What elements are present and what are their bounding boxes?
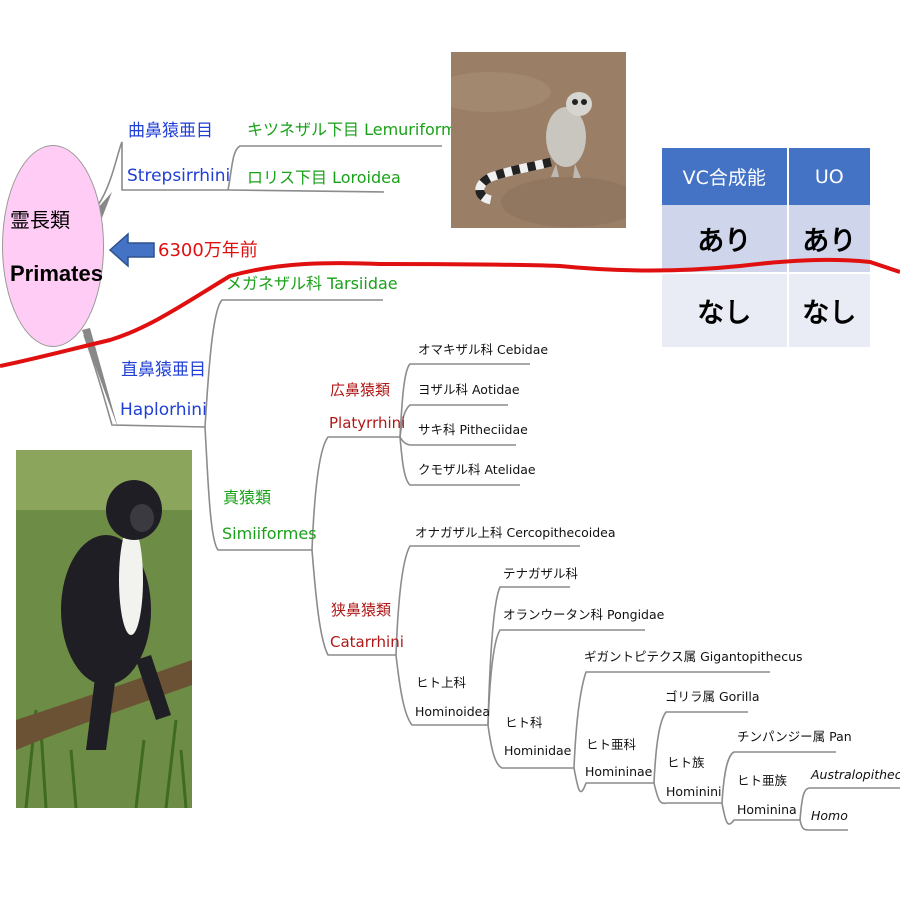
vc-header: VC合成能 (662, 148, 789, 205)
table-cell: あり (662, 205, 789, 274)
platyrrhini-japanese: 広鼻猿類 (330, 381, 391, 399)
uo-header: UO (787, 148, 873, 205)
haplorhini-japanese: 直鼻猿亜目 (121, 360, 206, 380)
simiiformes-japanese: 真猿類 (223, 488, 272, 507)
table-row: あり あり (662, 205, 873, 274)
platyrrhini-latin: Platyrrhini (329, 414, 406, 432)
cercopithecoidea-label: オナガザル上科 Cercopithecoidea (415, 525, 616, 540)
strepsirrhini-latin: Strepsirrhini (127, 166, 231, 186)
table-cell: なし (662, 273, 789, 347)
aotidae-label: ヨザル科 Aotidae (418, 382, 520, 397)
tarsiidae-label: メガネザル科 Tarsiidae (226, 274, 398, 293)
hominidae-latin: Hominidae (504, 743, 572, 758)
divergence-age-label: 6300万年前 (158, 240, 258, 261)
primates-root-node (2, 145, 104, 347)
pitheciidae-label: サキ科 Pitheciidae (418, 422, 528, 437)
hominidae-japanese: ヒト科 (505, 715, 543, 730)
pongidae-label: オランウータン科 Pongidae (503, 607, 665, 622)
ring-tailed-lemur-photo (451, 52, 626, 228)
left-arrow-icon (108, 232, 155, 268)
catarrhini-latin: Catarrhini (330, 633, 404, 651)
root-latin-label: Primates (10, 261, 103, 286)
homo-label: Homo (811, 808, 848, 823)
hominini-latin: Hominini (666, 784, 722, 799)
table-row: なし なし (662, 273, 873, 347)
diana-monkey-photo (16, 450, 192, 808)
gorilla-label: ゴリラ属 Gorilla (665, 689, 760, 704)
homininae-latin: Homininae (585, 764, 653, 779)
vc-uo-table: VC合成能 UO あり あり なし なし (662, 148, 873, 347)
haplorhini-latin: Haplorhini (120, 400, 207, 420)
atelidae-label: クモザル科 Atelidae (418, 462, 536, 477)
homininae-japanese: ヒト亜科 (586, 737, 637, 752)
strepsirrhini-japanese: 曲鼻猿亜目 (128, 121, 213, 141)
pan-label: チンパンジー属 Pan (737, 729, 852, 744)
simiiformes-latin: Simiiformes (222, 524, 317, 543)
hominina-latin: Hominina (737, 802, 797, 817)
hominoidea-latin: Hominoidea (415, 704, 491, 719)
table-cell: なし (787, 273, 873, 347)
cebidae-label: オマキザル科 Cebidae (418, 342, 549, 357)
lemuriformes-label: キツネザル下目 Lemuriformes (247, 120, 475, 139)
root-japanese-label: 霊長類 (10, 208, 70, 232)
loroidea-label: ロリス下目 Loroidea (247, 168, 401, 187)
hominini-japanese: ヒト族 (667, 755, 705, 770)
gigantopithecus-label: ギガントピテクス属 Gigantopithecus (584, 649, 803, 664)
hominoidea-japanese: ヒト上科 (416, 675, 467, 690)
australopithecus-label: Australopithecus (811, 767, 900, 782)
catarrhini-japanese: 狭鼻猿類 (331, 601, 392, 619)
hominina-japanese: ヒト亜族 (737, 773, 788, 788)
table-cell: あり (787, 205, 873, 274)
hylobatidae-label: テナガザル科 (503, 566, 579, 581)
